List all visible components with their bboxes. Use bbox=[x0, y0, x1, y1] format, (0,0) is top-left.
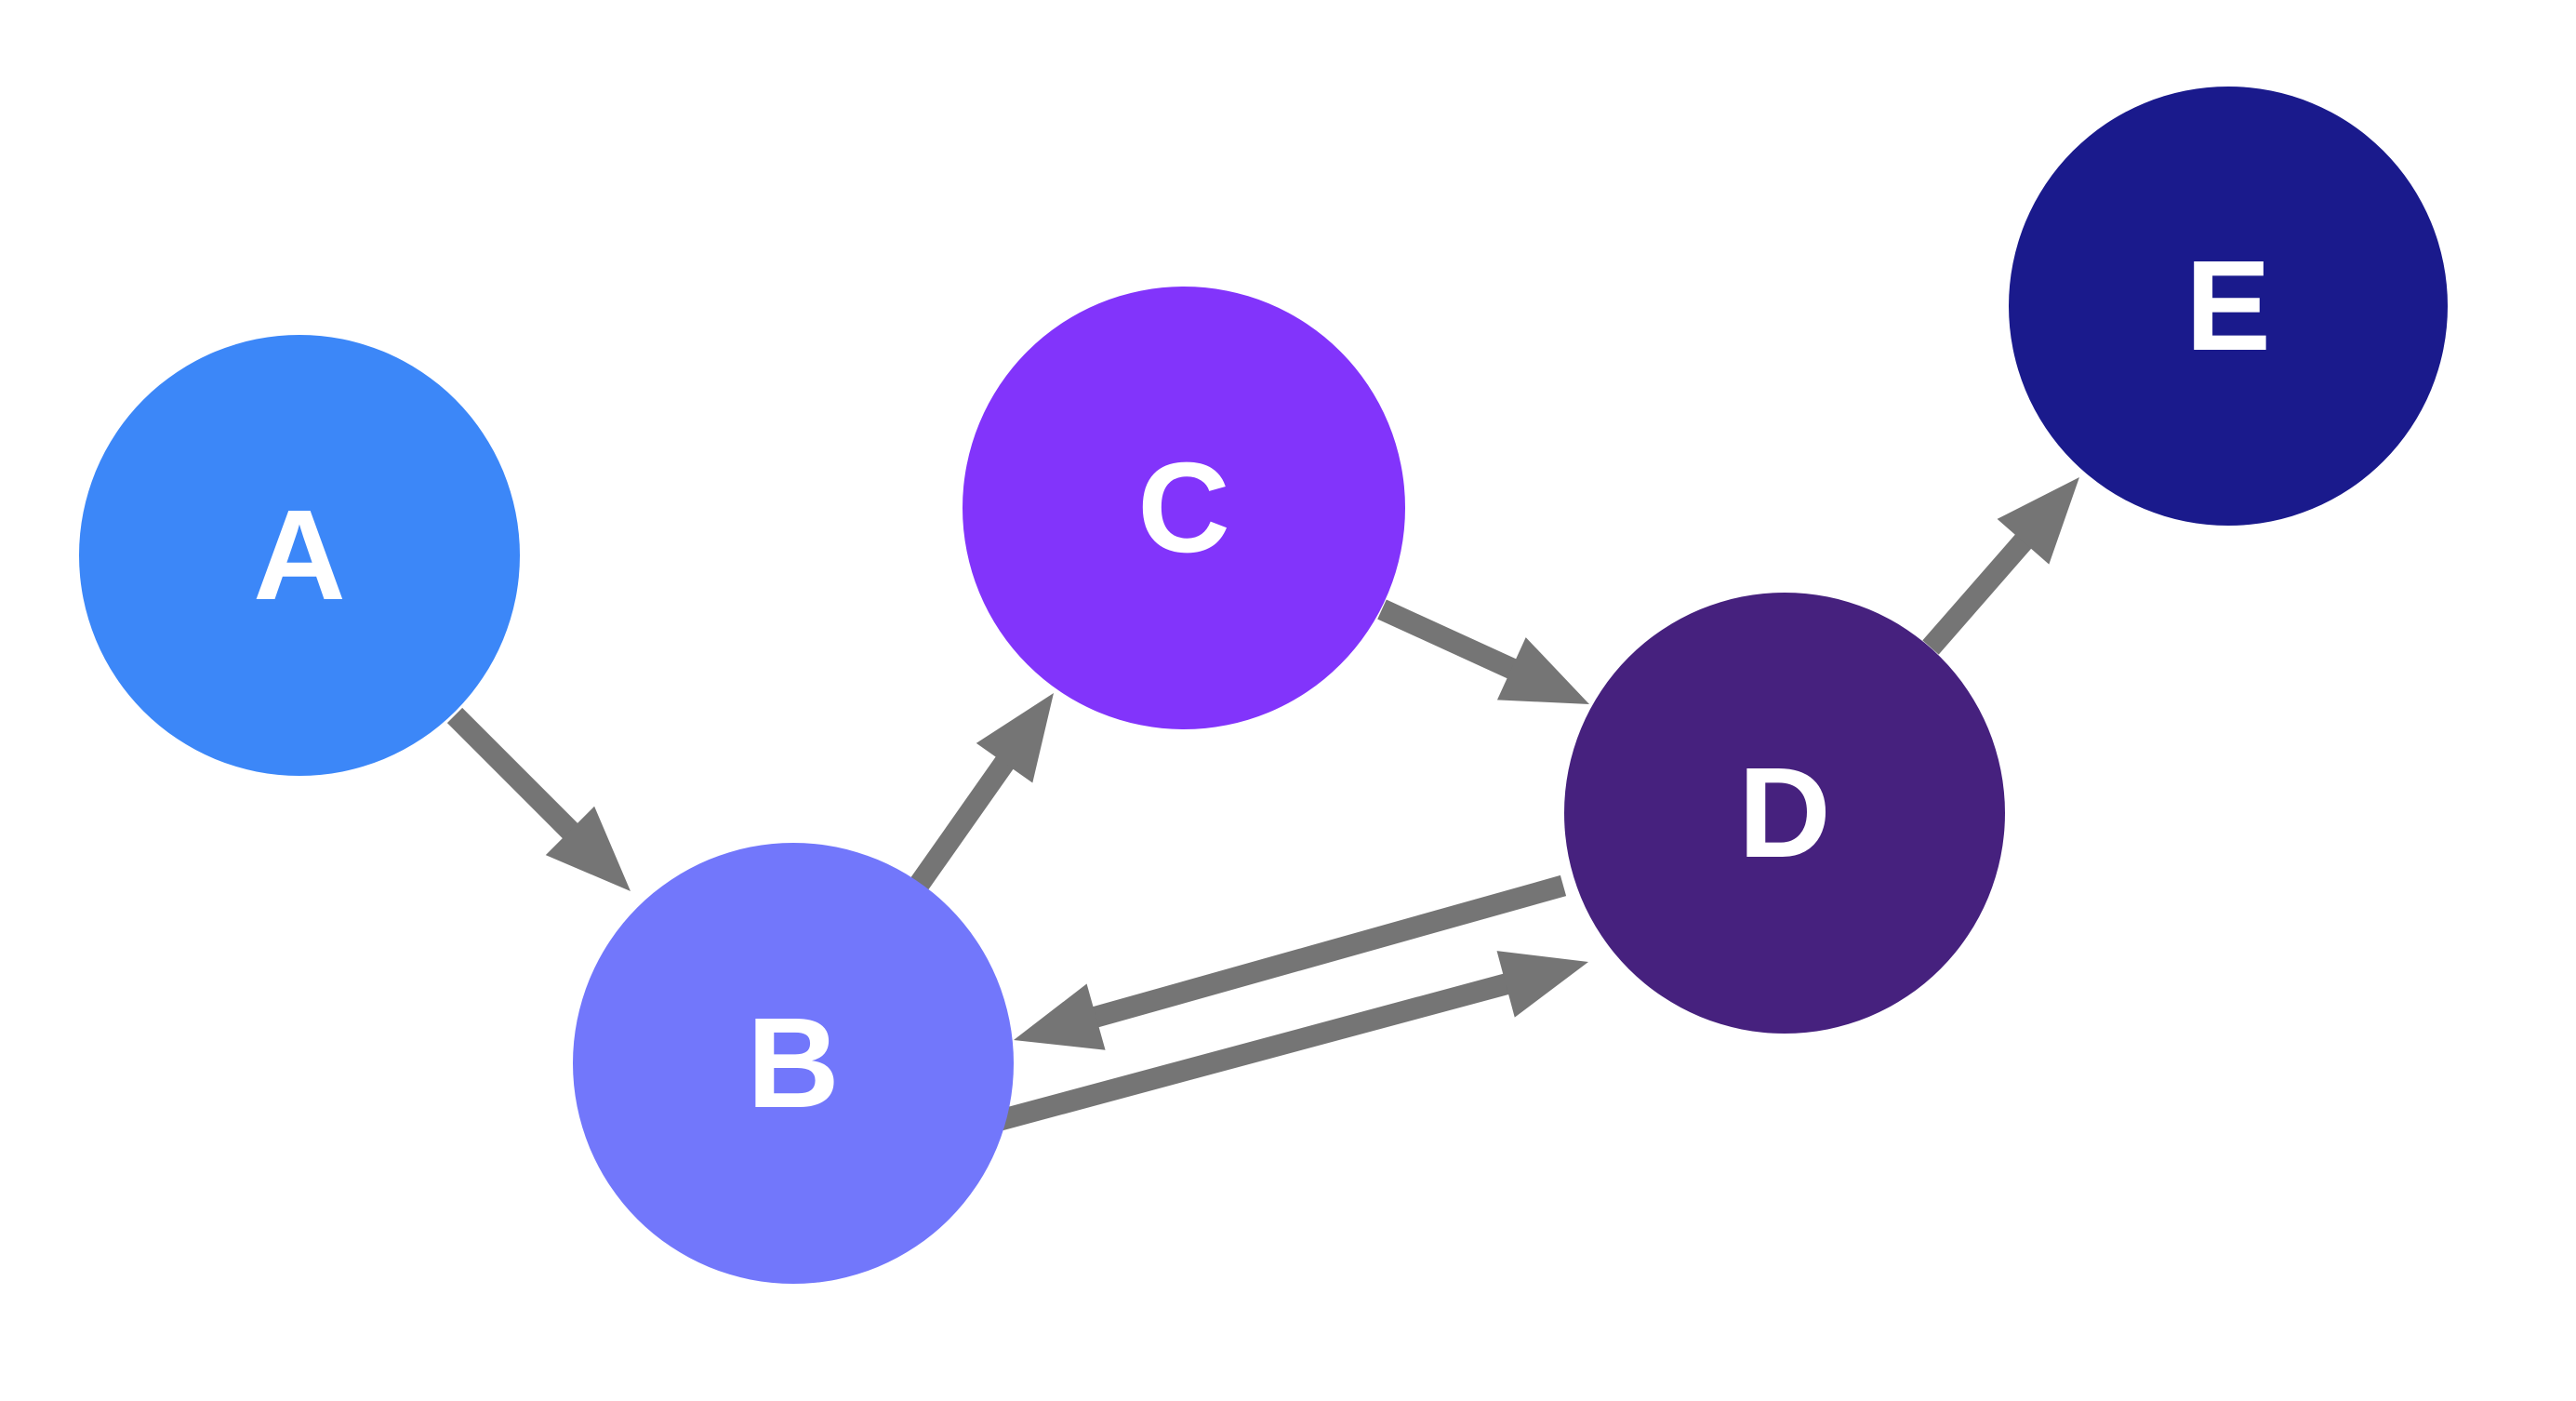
edge-D-B-shaft bbox=[1064, 874, 1567, 1035]
edge-A-B-shaft bbox=[446, 707, 599, 860]
node-D: D bbox=[1564, 593, 2005, 1034]
node-D-label: D bbox=[1738, 741, 1831, 885]
edge-B-C-arrowhead-icon bbox=[976, 693, 1054, 783]
edge-D-B-arrowhead-icon bbox=[1014, 983, 1106, 1050]
node-A-label: A bbox=[253, 484, 346, 627]
edge-B-D-shaft bbox=[994, 966, 1538, 1132]
node-A: A bbox=[79, 335, 520, 776]
node-E-label: E bbox=[2184, 234, 2272, 378]
edge-A-B-arrowhead-icon bbox=[545, 806, 631, 891]
node-B-label: B bbox=[747, 992, 840, 1135]
node-C: C bbox=[963, 287, 1405, 729]
node-C-label: C bbox=[1137, 436, 1230, 580]
node-B: B bbox=[573, 843, 1014, 1284]
edge-C-D-arrowhead-icon bbox=[1496, 637, 1589, 704]
edge-D-E-arrowhead-icon bbox=[1997, 477, 2079, 565]
node-E: E bbox=[2009, 87, 2448, 526]
edge-B-D-arrowhead-icon bbox=[1496, 951, 1588, 1018]
